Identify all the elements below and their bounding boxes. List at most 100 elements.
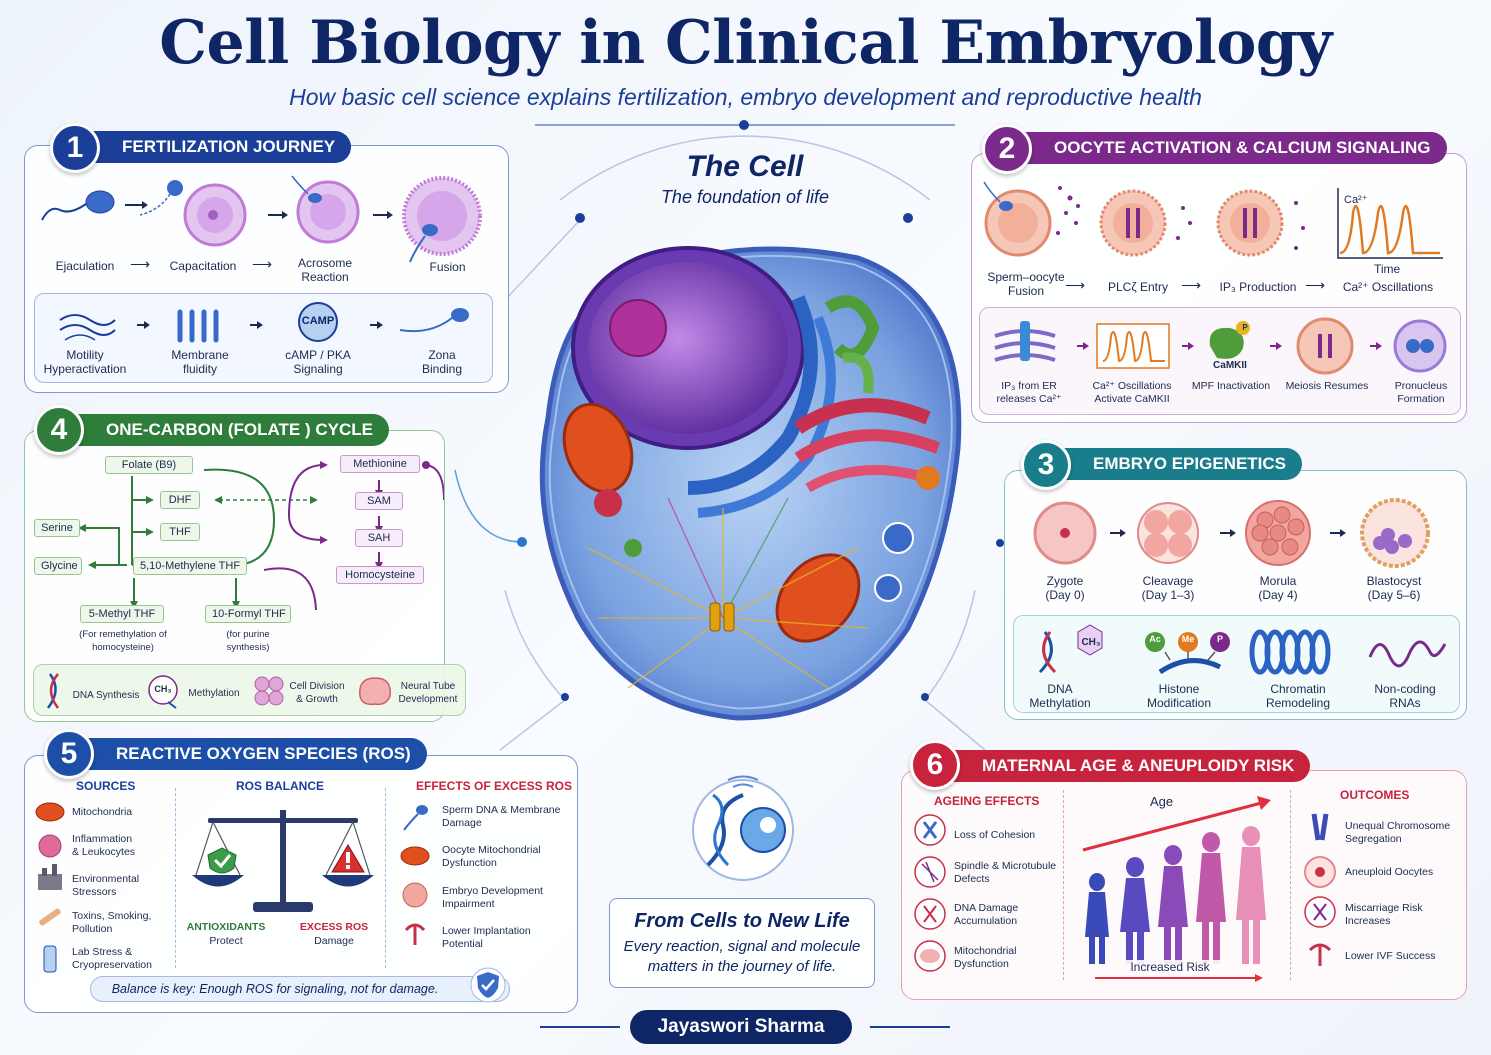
ageing-cohesion: Loss of Cohesion — [954, 829, 1036, 841]
shield-icon — [470, 967, 506, 1003]
ageing-spindle: Spindle & Microtubule Defects — [954, 860, 1057, 885]
center-bottom-line1: Every reaction, signal and molecule — [623, 938, 861, 955]
cell-illustration — [539, 246, 962, 721]
oocyte-arrow-2: ⟶ — [1181, 277, 1202, 293]
oocyte-subbox — [979, 307, 1461, 415]
center-bottom-line2: matters in the journey of life. — [647, 958, 837, 975]
oocyte-sub-icons — [994, 317, 1447, 375]
oocyte-sub-mpf: MPF Inactivation — [1191, 380, 1271, 392]
folate-subbox — [33, 664, 466, 716]
ros-source-environmental: Environmental Stressors — [72, 873, 140, 898]
fert-step-fusion: Fusion — [429, 260, 466, 274]
node-sam: SAM — [355, 492, 403, 510]
outcome-aneuploid: Aneuploid Oocytes — [1345, 866, 1434, 878]
node-sah: SAH — [355, 529, 403, 547]
center-bottom-box — [609, 898, 875, 988]
author-line-right — [870, 1026, 950, 1028]
epi-sub-icons — [1038, 624, 1447, 675]
fert-sub-motility: Motility Hyperactivation — [43, 348, 127, 376]
page-subtitle: How basic cell science explains fertiliz… — [289, 84, 1202, 110]
oocyte-sub-meiosis: Meiosis Resumes — [1285, 380, 1369, 392]
ros-source-inflammation: Inflammation & Leukocytes — [72, 833, 136, 858]
panel5-title: REACTIVE OXYGEN SPECIES (ROS) — [80, 738, 427, 770]
dna-embryo-icon — [692, 775, 794, 881]
ros-effect-icons — [400, 805, 430, 945]
center-bottom-title: From Cells to New Life — [634, 910, 850, 932]
panel3-title: EMBRYO EPIGENETICS — [1057, 448, 1303, 480]
ros-protect-label: Protect — [209, 935, 243, 947]
ac-label: Ac — [1149, 634, 1161, 644]
fert-sub-icons — [59, 302, 469, 343]
fert-step-ejaculation: Ejaculation — [55, 259, 115, 273]
folate-ch3-label: CH₃ — [154, 684, 172, 694]
ros-balance-title: ROS BALANCE — [236, 779, 325, 793]
p-badge: P — [1242, 323, 1248, 332]
fertilization-steps-illustration — [41, 175, 482, 263]
ageing-dna: DNA Damage Accumulation — [954, 902, 1019, 927]
age-label: Age — [1150, 794, 1174, 809]
age-progression-illustration — [1082, 796, 1271, 982]
ros-antioxidants-label: ANTIOXIDANTS — [186, 921, 266, 933]
ros-col-divider-1 — [175, 788, 176, 968]
folate-sub-dna: DNA Synthesis — [72, 690, 140, 701]
panel4-number: 4 — [34, 405, 84, 455]
fert-step-capacitation: Capacitation — [169, 259, 237, 273]
panel2-title: OOCYTE ACTIVATION & CALCIUM SIGNALING — [1018, 132, 1447, 164]
ros-excess-label: EXCESS ROS — [299, 921, 369, 933]
outcomes-title: OUTCOMES — [1340, 788, 1410, 802]
node-glycine: Glycine — [34, 557, 82, 575]
epi-step-morula: Morula (Day 4) — [1258, 574, 1298, 602]
graph-y-label: Ca²⁺ — [1344, 194, 1368, 206]
panel6-title: MATERNAL AGE & ANEUPLOIDY RISK — [946, 750, 1311, 782]
ros-balance-scale — [192, 810, 374, 912]
panel4-title: ONE-CARBON (FOLATE ) CYCLE — [70, 414, 389, 446]
fert-subbox — [34, 293, 493, 383]
folate-sub-neural-tube: Neural Tube Development — [398, 681, 458, 705]
epi-sub-ncrna: Non-coding RNAs — [1374, 682, 1436, 710]
folate-sub-methylation: Methylation — [188, 688, 240, 699]
panel6-number: 6 — [910, 740, 960, 790]
epi-sub-dna: DNA Methylation — [1029, 682, 1091, 710]
oocyte-step-oscillations: Ca²⁺ Oscillations — [1342, 280, 1434, 294]
panel3-number: 3 — [1021, 440, 1071, 490]
increased-risk-label: Increased Risk — [1110, 960, 1230, 974]
oocyte-sub-oscillations: Ca²⁺ Oscillations Activate CaMKII — [1092, 380, 1172, 405]
p-label: P — [1216, 634, 1223, 644]
oocyte-step-ip3: IP₃ Production — [1219, 280, 1297, 294]
panel5-number: 5 — [44, 729, 94, 779]
age-col-divider-2 — [1290, 790, 1291, 980]
epi-sub-chromatin: Chromatin Remodeling — [1265, 682, 1331, 710]
outcome-icons — [1304, 813, 1336, 966]
ros-footer-text: Balance is key: Enough ROS for signaling… — [111, 982, 439, 996]
outcome-ivf: Lower IVF Success — [1345, 950, 1436, 962]
panel2-number: 2 — [982, 124, 1032, 174]
ros-effect-embryo: Embryo Development Impairment — [442, 885, 543, 910]
outcome-segregation: Unequal Chromosome Segregation — [1345, 820, 1451, 845]
node-homocysteine: Homocysteine — [336, 566, 424, 584]
camkii-label: CaMKII — [1213, 360, 1247, 371]
node-thf: THF — [160, 523, 200, 541]
fert-arrow-2: ⟶ — [252, 256, 273, 272]
node-5-methyl-thf: 5-Methyl THF — [80, 605, 164, 623]
ros-effect-implantation: Lower Implantation Potential — [442, 925, 531, 950]
age-col-divider-1 — [1063, 790, 1064, 980]
oocyte-sub-pronucleus: Pronucleus Formation — [1394, 380, 1448, 405]
me-label: Me — [1181, 634, 1195, 644]
oocyte-step-plcz: PLCζ Entry — [1108, 280, 1168, 294]
ros-sources-title: SOURCES — [76, 779, 136, 793]
panel1-number: 1 — [50, 123, 100, 173]
oocyte-arrow-1: ⟶ — [1065, 277, 1086, 293]
ros-effects-title: EFFECTS OF EXCESS ROS — [416, 779, 573, 793]
panel1-title: FERTILIZATION JOURNEY — [86, 131, 352, 163]
node-folate: Folate (B9) — [105, 456, 193, 474]
ageing-effects-title: AGEING EFFECTS — [934, 794, 1040, 808]
ros-damage-label: Damage — [314, 935, 354, 947]
graph-x-label: Time — [1374, 262, 1401, 276]
outcome-miscarriage: Miscarriage Risk Increases — [1345, 902, 1423, 927]
folate-sub-icons — [46, 673, 391, 709]
fert-arrow-1: ⟶ — [130, 256, 151, 272]
author-badge: Jayaswori Sharma — [630, 1010, 852, 1044]
ros-col-divider-2 — [385, 788, 386, 968]
oocyte-step-fusion: Sperm–oocyte Fusion — [987, 270, 1065, 298]
